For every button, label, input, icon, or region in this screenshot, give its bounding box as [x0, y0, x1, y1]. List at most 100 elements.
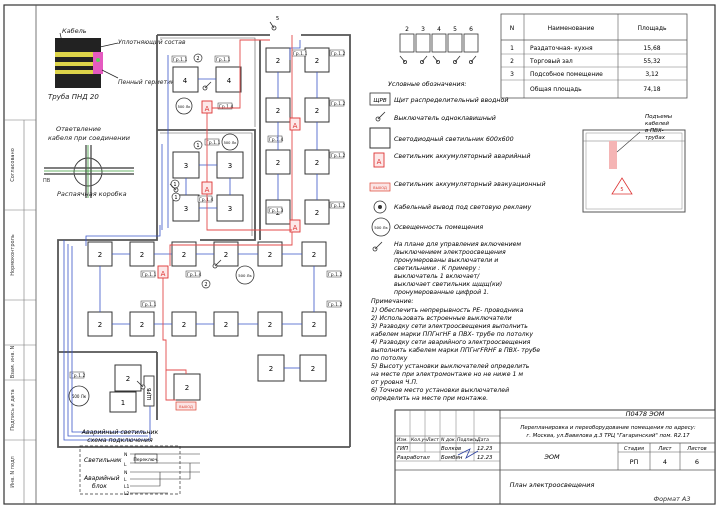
hall-rows: 2 2 2 2 2 2 2 2 2 2 2 2 500 Лк 2: [87, 241, 327, 337]
group-label: Гр.1.1: [216, 57, 231, 63]
table-header: Площадь: [637, 25, 666, 32]
panel-label: ЩРВ: [147, 388, 153, 400]
fixture-label: 2: [140, 321, 144, 329]
fixture-label: 2: [185, 384, 189, 392]
stage-value: РП: [630, 458, 639, 466]
title-block: П0478 ЭОМ Перепланировка и переоборудова…: [394, 409, 716, 505]
legend-text: Освещенность помещения: [394, 224, 483, 231]
group-label: Гр.1.1: [173, 57, 188, 63]
legend-text: Щит распределительный вводной: [394, 97, 508, 104]
stamp-col: Лист: [426, 437, 439, 443]
table-cell: 3: [510, 71, 514, 78]
circuit-num: 1: [174, 195, 177, 201]
riser-text: Подъемы: [645, 114, 673, 120]
note-line: 3) Разводку сети электроосвещения выполн…: [371, 323, 528, 330]
fixture-label: 2: [311, 365, 315, 373]
legend-symbol: ЩРВ: [373, 98, 386, 104]
notes: Примечание: 1) Обеспечить непрерывность …: [371, 298, 540, 402]
fixture-label: 2: [276, 57, 280, 65]
switch-number: 3: [421, 26, 425, 33]
group-label: Гр.1.1: [293, 51, 308, 57]
group-label: Гр.1.3: [269, 208, 284, 214]
table-cell: Раздаточная- кухня: [530, 45, 593, 52]
fixture-label: 2: [182, 251, 186, 259]
terminal: L2: [124, 491, 130, 497]
legend-note: /выключением электроосвещения: [393, 249, 506, 256]
scheme-title: Аварийный светильник: [81, 429, 159, 436]
group-label: Гр.1.2: [331, 203, 346, 209]
table-cell: Торговый зал: [529, 58, 573, 65]
gip-label: ГИП: [397, 446, 408, 452]
legend-note: На плане для управления включением: [394, 241, 521, 248]
fixture-label: 2: [126, 375, 130, 383]
lux-label: 500 Лк: [72, 394, 87, 399]
riser-text: в ПВХ-: [645, 128, 664, 134]
switch-number: 6: [469, 26, 473, 33]
legend-text: Светодиодный светильник 600х600: [394, 136, 514, 143]
table-cell: 3,12: [645, 71, 659, 78]
group-label: Гр.1.4: [199, 197, 214, 203]
table-cell: 2: [510, 58, 514, 65]
table-header: Наименование: [548, 25, 595, 32]
scheme-title: схема подключения: [87, 437, 153, 444]
ps-label: ПВ: [43, 178, 51, 184]
branch-caption-1: Ответвление: [56, 125, 101, 133]
note-line: кабелем марки ППГнгНF в ПВХ- трубе по по…: [371, 330, 533, 338]
fixture-label: 2: [312, 251, 316, 259]
legend-symbol: А: [377, 158, 382, 166]
dev-date: 12.23: [477, 455, 493, 461]
circuit-num: 2: [196, 56, 199, 62]
stamp-col: Подпись: [457, 437, 478, 443]
stage-header: Стадия: [624, 446, 644, 452]
note-line: по потолку: [371, 355, 408, 362]
fixture-label: 2: [312, 321, 316, 329]
emergency-scheme: Аварийный светильник схема подключения С…: [79, 429, 200, 497]
fixture-label: 2: [276, 107, 280, 115]
fixture-label: 2: [268, 321, 272, 329]
circuit-num: 2: [204, 282, 207, 288]
switch-number: 5: [453, 26, 457, 33]
drawing-code: П0478 ЭОМ: [626, 410, 665, 418]
foam-label: Пенный герметик: [118, 79, 175, 86]
dev-name: Бомбин: [441, 455, 463, 461]
fixture-label: 2: [224, 251, 228, 259]
lux-label: 500 Лк: [224, 141, 238, 145]
scheme-block: Аварийный: [83, 475, 120, 482]
lighting-circuits: [63, 40, 318, 441]
stamp-col: Изм.: [397, 437, 408, 443]
terminal: L1: [124, 484, 130, 490]
table-cell: 1: [510, 45, 514, 52]
stamp-inv: Инв. N подл: [10, 456, 16, 487]
switch-legend-group: 2 3 4 5 6: [399, 26, 479, 65]
cable-riser-detail: 5 Подъемы кабелей в ПВХ- трубах: [582, 114, 686, 213]
outer-frame: [3, 4, 716, 505]
junction-box-label: Распаячная коробка: [57, 190, 127, 198]
group-label: Гр.1.2: [331, 101, 346, 107]
note-line: 4) Разводку сети аварийного электроосвещ…: [371, 339, 531, 346]
emergency-label: А: [293, 224, 298, 232]
sheets-value: 6: [695, 458, 699, 466]
legend-text: Светильник аккумуляторный аварийный: [394, 153, 530, 160]
sheet-format: Формат А3: [653, 495, 690, 503]
emergency-label: А: [293, 122, 298, 130]
legend-symbol: ВЫХОД: [373, 186, 387, 190]
fixture-label: 2: [315, 159, 319, 167]
room-num: 1: [121, 399, 125, 407]
stamp-col: Кол.уч.: [411, 437, 428, 443]
legend-symbol: 500 Лк: [374, 225, 388, 230]
fixture-label: 3: [184, 205, 188, 213]
rooms-table: N Наименование Площадь 1 Раздаточная- ку…: [500, 13, 688, 99]
group-label: Гр.1.1: [206, 140, 221, 146]
riser-text: кабелей: [645, 121, 669, 127]
circuit-num: 1: [173, 182, 176, 188]
legend-text: Выключатель одноклавишный: [394, 115, 496, 122]
switches: [136, 21, 277, 390]
table-cell: 55,32: [643, 58, 660, 65]
fixture-label: 2: [268, 251, 272, 259]
group-label: Гр.1.2: [328, 302, 343, 308]
legend-note: выключает светильник щщщ(ки): [394, 281, 502, 288]
emergency-label: А: [205, 186, 210, 194]
exit-label: ВЫХОД: [179, 405, 193, 409]
legend-text: Светильник аккумуляторный эвакуационный: [394, 181, 546, 188]
